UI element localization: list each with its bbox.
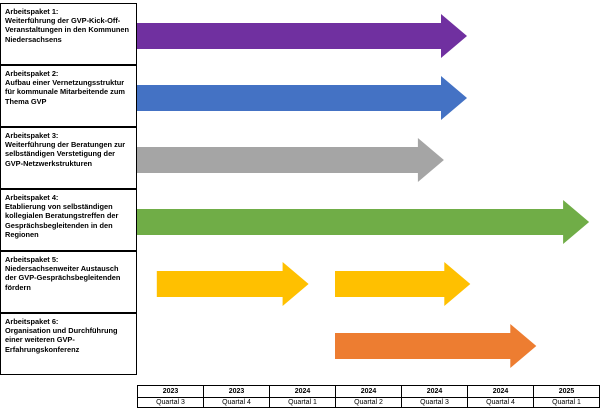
work-package-title: Arbeitspaket 6: xyxy=(5,317,59,326)
timeline-year: 2024 xyxy=(270,386,335,398)
timeline-year: 2024 xyxy=(468,386,533,398)
timeline-quarter: Quartal 2 xyxy=(354,399,383,406)
work-package-description: Organisation und Durchführung einer weit… xyxy=(5,326,118,354)
timeline-quarter: Quartal 3 xyxy=(156,399,185,406)
timeline-year: 2024 xyxy=(402,386,467,398)
timeline-cell: 2024 Quartal 4 xyxy=(467,385,534,408)
timeline-arrow xyxy=(137,76,467,120)
timeline-arrow xyxy=(137,200,590,244)
timeline-quarter: Quartal 4 xyxy=(486,399,515,406)
timeline-quarter: Quartal 1 xyxy=(288,399,317,406)
timeline-arrow xyxy=(335,324,537,368)
timeline-year: 2023 xyxy=(138,386,203,398)
timeline-arrow xyxy=(137,138,444,182)
timeline-cell: 2023 Quartal 4 xyxy=(203,385,270,408)
work-package-5: Arbeitspaket 5: Niedersachsenweiter Aust… xyxy=(0,251,137,313)
timeline-year: 2025 xyxy=(534,386,599,398)
work-package-6: Arbeitspaket 6: Organisation und Durchfü… xyxy=(0,313,137,375)
timeline-cell: 2024 Quartal 1 xyxy=(269,385,336,408)
timeline-cell: 2023 Quartal 3 xyxy=(137,385,204,408)
timeline-cell: 2024 Quartal 2 xyxy=(335,385,402,408)
work-package-title: Arbeitspaket 2: xyxy=(5,69,59,78)
work-package-description: Niedersachsenweiter Austausch der GVP-Ge… xyxy=(5,264,121,292)
timeline-year: 2024 xyxy=(336,386,401,398)
work-package-title: Arbeitspaket 4: xyxy=(5,193,59,202)
work-package-description: Weiterführung der GVP-Kick-Off-Veranstal… xyxy=(5,16,130,44)
timeline-arrow xyxy=(156,262,309,306)
work-package-title: Arbeitspaket 5: xyxy=(5,255,59,264)
work-package-description: Etablierung von selbständigen kollegiale… xyxy=(5,202,119,239)
timeline-arrow xyxy=(137,14,467,58)
timeline-quarter: Quartal 4 xyxy=(222,399,251,406)
timeline-year: 2023 xyxy=(204,386,269,398)
work-package-diagram: Arbeitspaket 1: Weiterführung der GVP-Ki… xyxy=(0,3,590,375)
timeline-table: 2023 Quartal 3 2023 Quartal 4 2024 Quart… xyxy=(137,385,600,408)
work-package-description: Aufbau einer Vernetzungsstruktur für kom… xyxy=(5,78,125,106)
work-package-1: Arbeitspaket 1: Weiterführung der GVP-Ki… xyxy=(0,3,137,65)
timeline-cell: 2025 Quartal 1 xyxy=(533,385,600,408)
work-package-description: Weiterführung der Beratungen zur selbstä… xyxy=(5,140,126,168)
timeline-cell: 2024 Quartal 3 xyxy=(401,385,468,408)
work-package-4: Arbeitspaket 4: Etablierung von selbstän… xyxy=(0,189,137,251)
timeline-quarter: Quartal 1 xyxy=(552,399,581,406)
timeline-quarter: Quartal 3 xyxy=(420,399,449,406)
work-package-title: Arbeitspaket 3: xyxy=(5,131,59,140)
work-package-2: Arbeitspaket 2: Aufbau einer Vernetzungs… xyxy=(0,65,137,127)
arrow-layer xyxy=(137,14,590,368)
work-package-title: Arbeitspaket 1: xyxy=(5,7,59,16)
timeline-arrow xyxy=(335,262,471,306)
work-package-3: Arbeitspaket 3: Weiterführung der Beratu… xyxy=(0,127,137,189)
